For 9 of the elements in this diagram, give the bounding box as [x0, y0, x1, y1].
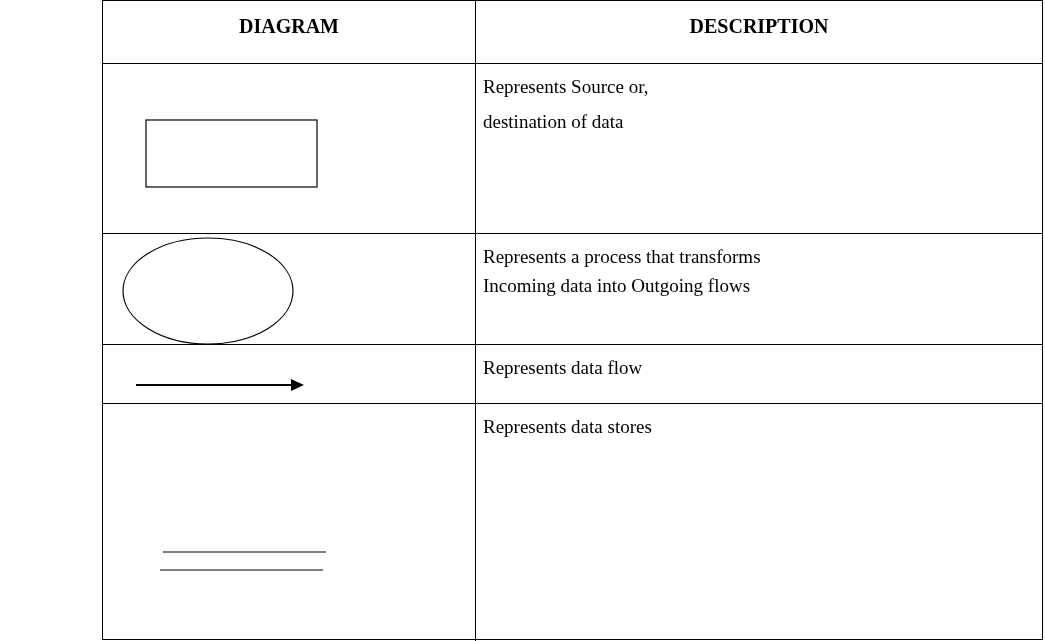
description-text: Represents a process that transforms Incoming data into Outgoing flows: [483, 245, 762, 299]
description-text: Represents Source or,: [483, 75, 650, 99]
ellipse-symbol: [122, 237, 294, 345]
description-text: Represents data flow: [483, 356, 644, 380]
column-header: DESCRIPTION: [689, 15, 829, 37]
column-header: DIAGRAM: [239, 15, 339, 37]
rectangle-symbol: [145, 119, 318, 188]
description-text: destination of data: [483, 110, 625, 135]
description-text: Represents data stores: [483, 415, 653, 439]
